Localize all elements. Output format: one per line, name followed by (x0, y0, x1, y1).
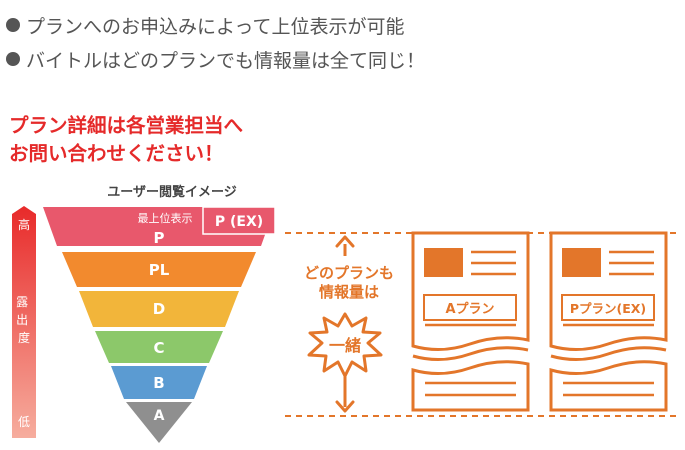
pyramid-level-c (95, 331, 223, 363)
pyramid-level-pl (62, 252, 256, 287)
level-label-d: D (153, 300, 165, 318)
arrow-down-icon (335, 400, 355, 413)
info-line-1: どのプランも (304, 264, 394, 282)
exposure-arrow-icon (12, 206, 36, 438)
level-label-p: P (154, 229, 165, 247)
headline-line-1: プラン詳細は各営業担当へ (9, 114, 244, 137)
headline-line-2: お問い合わせください！ (9, 142, 224, 165)
card-a-label-box (423, 294, 517, 321)
top-badge-box (202, 206, 276, 235)
headline: プラン詳細は各営業担当へ お問い合わせください！ (9, 112, 243, 168)
card-a-outline (411, 231, 530, 412)
level-label-pl: PL (149, 261, 170, 279)
bullet-text: バイトルはどのプランでも情報量は全て同じ！ (26, 49, 426, 72)
arrow-up-icon (335, 235, 355, 248)
bullet-list: プランへのお申込みによって上位表示が可能 バイトルはどのプランでも情報量は全て同… (6, 8, 425, 76)
plan-card-a: Aプラン (411, 231, 530, 412)
card-a-text-lines (425, 250, 516, 397)
bullet-dot-icon (6, 18, 20, 32)
pyramid-level-b (111, 366, 207, 399)
exposure-axis: 高 露 出 度 低 (12, 206, 36, 438)
axis-low-label: 低 (18, 415, 30, 429)
pyramid-level-d (79, 291, 239, 327)
card-pex-text-lines (563, 250, 654, 397)
pyramid-caption: ユーザー閲覧イメージ (107, 185, 237, 200)
axis-mid-char-3: 度 (18, 330, 30, 345)
level-label-b: B (153, 374, 164, 392)
plan-pyramid: P (EX) 最上位表示 P PL D C B A (43, 206, 276, 443)
level-label-c: C (153, 339, 164, 357)
bullet-dot-icon (6, 52, 20, 66)
burst-shape-icon (307, 312, 383, 378)
card-a-image-icon (424, 248, 463, 277)
level-label-a: A (154, 408, 165, 424)
axis-high-label: 高 (18, 217, 30, 232)
pyramid-level-a (126, 402, 192, 443)
card-pex-label-box (561, 294, 655, 321)
card-pex-outline (549, 231, 668, 412)
bullet-text: プランへのお申込みによって上位表示が可能 (26, 15, 405, 38)
burst-text: 一緒 (329, 336, 361, 355)
card-pex-label: Pプラン(EX) (570, 301, 646, 316)
plan-card-pex: Pプラン(EX) (549, 231, 668, 412)
bullet-item: プランへのお申込みによって上位表示が可能 (6, 8, 425, 42)
bullet-item: バイトルはどのプランでも情報量は全て同じ！ (6, 42, 425, 76)
top-badge-text: P (EX) (215, 214, 263, 230)
info-line-2: 情報量は (319, 283, 379, 301)
axis-mid-label: 露 出 度 (16, 295, 32, 345)
axis-mid-char-2: 出 (16, 313, 28, 327)
info-comparison (285, 232, 677, 417)
top-label: 最上位表示 (138, 211, 193, 225)
axis-mid-char-1: 露 (16, 295, 28, 309)
card-a-label: Aプラン (445, 302, 494, 317)
card-pex-image-icon (562, 248, 601, 277)
